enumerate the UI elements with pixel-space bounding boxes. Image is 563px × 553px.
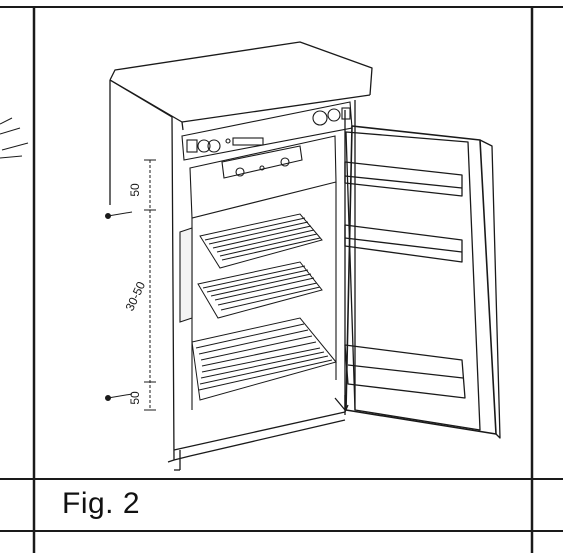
screw-icon — [105, 211, 133, 219]
wire-shelf-bottom — [191, 317, 337, 401]
table-grid — [0, 6, 563, 553]
dimension-line — [144, 159, 156, 411]
open-door — [344, 125, 501, 439]
dimension-label-bottom: 50 — [128, 391, 142, 405]
dimension-label-top: 50 — [128, 183, 142, 197]
wire-shelf-middle — [197, 261, 323, 319]
freezer-compartment — [189, 135, 337, 410]
screw-icon — [105, 393, 133, 401]
wire-shelf-upper — [199, 213, 323, 269]
fridge-cabinet — [109, 41, 373, 471]
left-margin-strokes — [0, 117, 29, 159]
hinge-bracket — [179, 227, 193, 323]
dimension-label-middle: 30-50 — [123, 279, 149, 313]
figure-caption: Fig. 2 — [62, 487, 141, 520]
